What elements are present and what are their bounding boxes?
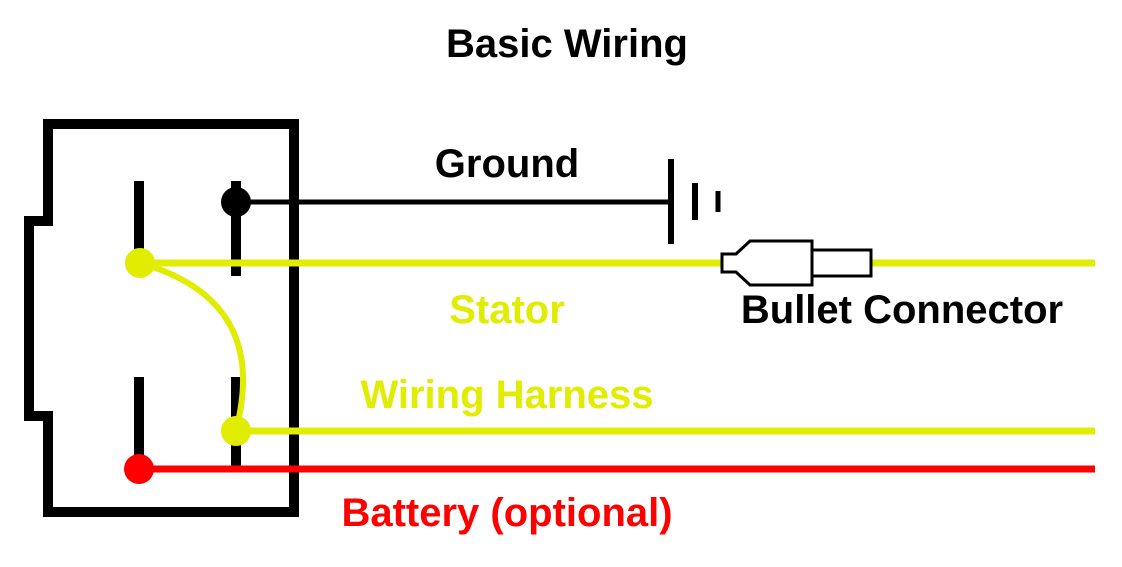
regulator-block-icon xyxy=(24,119,299,517)
stator-label: Stator xyxy=(449,288,565,332)
ground-symbol-icon xyxy=(668,159,721,244)
battery-terminal-dot xyxy=(124,454,154,484)
wiring-harness-label: Wiring Harness xyxy=(360,373,653,417)
ground-label: Ground xyxy=(435,142,579,186)
stator-terminal-dot xyxy=(125,248,155,278)
harness-terminal-dot xyxy=(221,416,251,446)
jumper-wire xyxy=(139,260,246,431)
ground-terminal-dot xyxy=(221,187,251,217)
bullet-connector-label: Bullet Connector xyxy=(741,288,1063,332)
diagram-title: Basic Wiring xyxy=(446,22,688,66)
battery-label: Battery (optional) xyxy=(341,491,672,535)
bullet-connector-icon xyxy=(720,239,873,287)
